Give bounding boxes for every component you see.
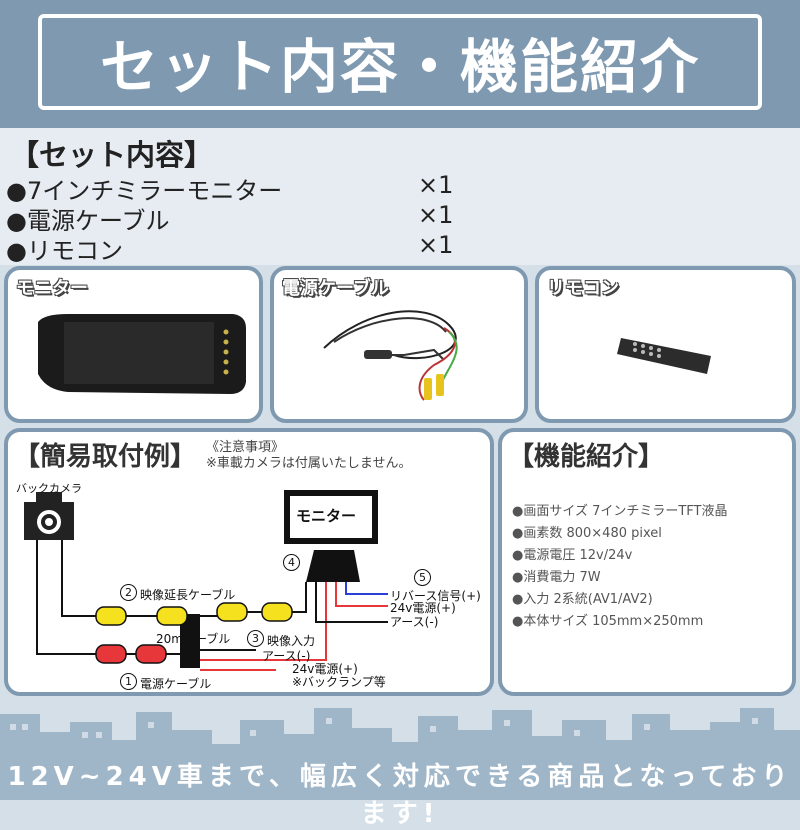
power-cable-diagram-label: 電源ケーブル	[140, 677, 212, 691]
remote-card-label: リモコン	[547, 278, 619, 299]
diagram-monitor-label: モニター	[296, 507, 357, 525]
video-extension-label: 映像延長ケーブル	[140, 588, 236, 602]
feature-item: ●本体サイズ 105mm×250mm	[512, 614, 704, 629]
set-contents-header: 【セット内容】	[10, 138, 214, 172]
power-24v-junction-label: 24v電源(+)	[292, 662, 358, 676]
features-title: 【機能紹介】	[508, 442, 665, 472]
step-1-marker: 1	[120, 673, 137, 690]
set-item-name: ●リモコン	[6, 237, 123, 265]
set-item-qty: ×1	[418, 231, 454, 259]
ground-monitor-label: アース(-)	[390, 615, 439, 629]
banner-title: セット内容・機能紹介	[99, 33, 700, 101]
monitor-card-label: モニター	[16, 278, 88, 299]
monitor-image	[38, 314, 246, 394]
back-camera-label: バックカメラ	[16, 482, 82, 495]
back-lamp-label: ※バックランプ等	[292, 675, 386, 689]
power-24v-monitor-label: 24v電源(+)	[390, 601, 456, 615]
install-note-heading: 《注意事項》	[206, 440, 285, 455]
feature-item: ●消費電力 7W	[512, 570, 601, 585]
monitor-card: モニター	[4, 266, 263, 423]
city-skyline	[0, 708, 800, 800]
set-item-qty: ×1	[418, 171, 454, 199]
remote-card: リモコン	[535, 266, 796, 423]
feature-item: ●入力 2系統(AV1/AV2)	[512, 592, 653, 607]
power-cable-image	[323, 310, 458, 401]
power-cable-card-label: 電源ケーブル	[282, 278, 389, 299]
ground-junction-label: アース(-)	[262, 649, 311, 663]
set-item-name: ●7インチミラーモニター	[6, 177, 283, 205]
video-input-label: 映像入力	[267, 634, 316, 648]
install-note-text: ※車載カメラは付属いたしません。	[206, 456, 412, 471]
footer-tagline: 12V~24V車まで、幅広く対応できる商品となっております!	[7, 762, 793, 829]
cable-20m-label: 20mケーブル	[156, 632, 231, 646]
power-cable-card: 電源ケーブル	[270, 266, 528, 423]
set-item-name: ●電源ケーブル	[6, 207, 170, 235]
feature-item: ●電源電圧 12v/24v	[512, 548, 633, 563]
set-contents-section	[0, 128, 800, 265]
step-4-marker: 4	[283, 554, 300, 571]
set-item-qty: ×1	[418, 201, 454, 229]
step-3-marker: 3	[247, 630, 264, 647]
step-5-marker: 5	[414, 569, 431, 586]
feature-item: ●画素数 800×480 pixel	[512, 526, 662, 541]
features-box	[498, 428, 796, 696]
remote-image	[617, 338, 711, 374]
reverse-signal-label: リバース信号(+)	[390, 589, 481, 603]
install-example-title: 【簡易取付例】	[14, 442, 197, 472]
step-2-marker: 2	[120, 584, 137, 601]
feature-item: ●画面サイズ 7インチミラーTFT液晶	[512, 504, 728, 519]
banner-title-box: セット内容・機能紹介	[38, 14, 762, 110]
